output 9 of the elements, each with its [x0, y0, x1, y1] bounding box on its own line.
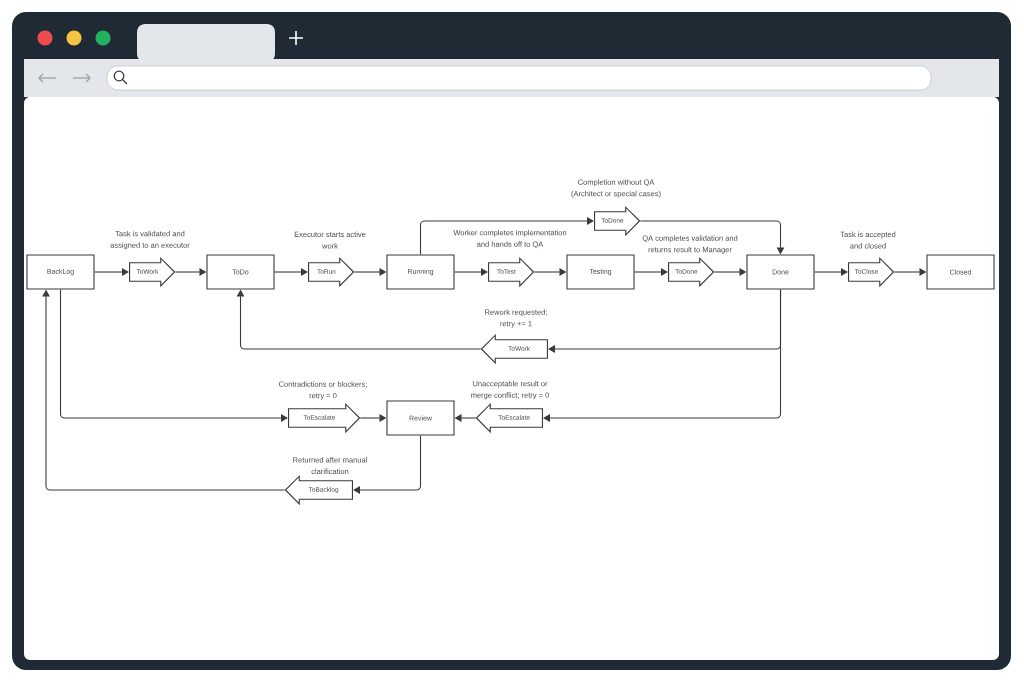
arrow: [419, 217, 594, 255]
arrow: [454, 268, 488, 276]
arrow: [814, 268, 848, 276]
arrow: [94, 268, 129, 276]
arrow: [353, 435, 422, 494]
arrow: [634, 268, 668, 276]
arrow: [59, 289, 288, 422]
arrow: [543, 289, 782, 422]
arrow: [274, 268, 308, 276]
